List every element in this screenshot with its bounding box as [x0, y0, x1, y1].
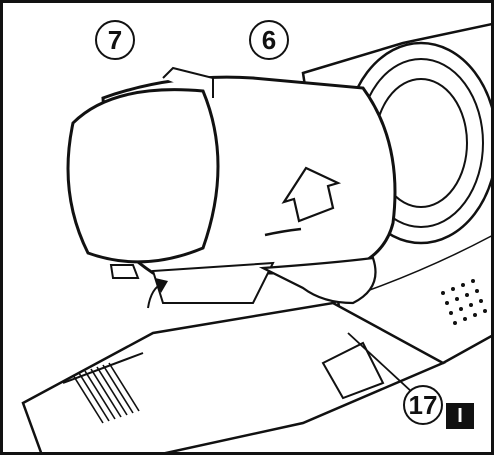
- step-badge: I: [446, 403, 474, 429]
- vacuum-illustration: [21, 22, 491, 452]
- tube-ribs: [72, 362, 140, 424]
- callout-6: 6: [249, 20, 289, 60]
- vent-grille: [441, 279, 487, 325]
- attachment-tube: [21, 301, 446, 452]
- end-cap: [66, 88, 220, 264]
- callout-7: 7: [95, 20, 135, 60]
- up-arrow-icon: [281, 166, 342, 223]
- callout-17-leader: [347, 332, 414, 394]
- callout-17: 17: [403, 385, 443, 425]
